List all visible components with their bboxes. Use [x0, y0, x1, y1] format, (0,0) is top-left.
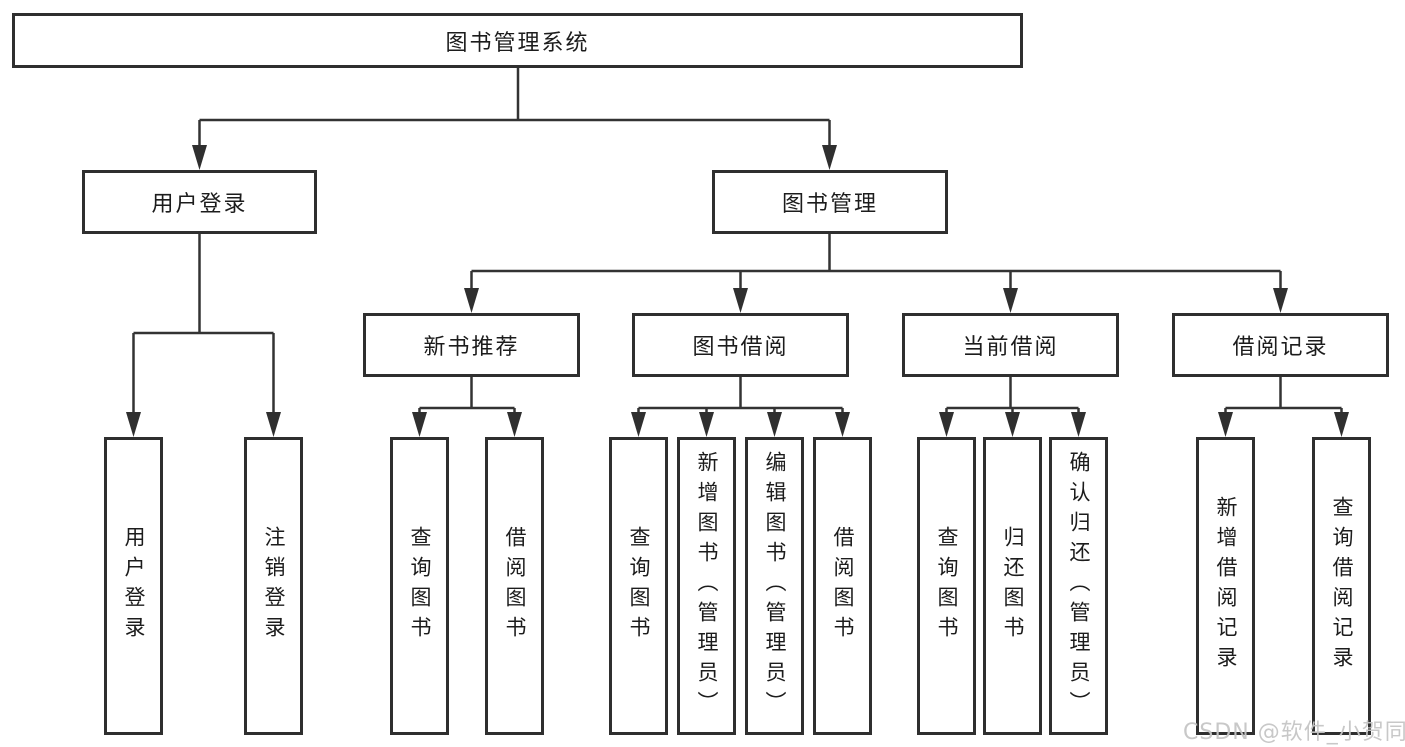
arrow-down-icon [631, 412, 646, 437]
arrow-down-icon [1273, 288, 1288, 313]
csdn-watermark: CSDN @软件_小贺同学 [1183, 720, 1405, 745]
leaf-confirm-return-admin: 确认归还（管理员） [1049, 437, 1108, 735]
connector-user-login-to-leaves [132, 234, 275, 413]
connector-borrow-records-to-leaves [1224, 377, 1343, 413]
leaf-add-books-admin: 新增图书（管理员） [677, 437, 736, 735]
arrow-down-icon [464, 288, 479, 313]
leaf-query-books-recommend: 查询图书 [390, 437, 449, 735]
leaf-label: 查询图书 [627, 526, 651, 646]
arrow-down-icon [733, 288, 748, 313]
node-new-book-recommend: 新书推荐 [363, 313, 580, 377]
arrow-down-icon [126, 412, 141, 437]
arrowhead-icons [126, 145, 1349, 437]
node-book-borrowing: 图书借阅 [632, 313, 849, 377]
leaf-label: 确认归还（管理员） [1067, 451, 1091, 721]
leaf-borrow-books-recommend: 借阅图书 [485, 437, 544, 735]
leaf-borrow-books: 借阅图书 [813, 437, 872, 735]
connector-root-to-level2 [198, 68, 831, 146]
arrow-down-icon [699, 412, 714, 437]
arrow-down-icon [507, 412, 522, 437]
leaf-query-books-borrowing: 查询图书 [609, 437, 668, 735]
leaf-edit-books-admin: 编辑图书（管理员） [745, 437, 804, 735]
node-root-system: 图书管理系统 [12, 13, 1023, 68]
arrow-down-icon [1218, 412, 1233, 437]
connector-new-book-to-leaves [418, 377, 516, 413]
connector-book-borrow-to-leaves [637, 377, 844, 413]
leaf-label: 用户登录 [122, 526, 146, 646]
arrow-down-icon [266, 412, 281, 437]
leaf-label: 归还图书 [1001, 526, 1025, 646]
arrow-down-icon [822, 145, 837, 170]
leaf-user-login: 用户登录 [104, 437, 163, 735]
leaf-label: 新增图书（管理员） [695, 451, 719, 721]
leaf-label: 新增借阅记录 [1214, 496, 1238, 676]
arrow-down-icon [1334, 412, 1349, 437]
leaf-label: 查询图书 [935, 526, 959, 646]
connector-book-mgmt-to-level3 [470, 234, 1282, 289]
leaf-label: 借阅图书 [831, 526, 855, 646]
node-borrowing-records: 借阅记录 [1172, 313, 1389, 377]
leaf-label: 查询图书 [408, 526, 432, 646]
arrow-down-icon [835, 412, 850, 437]
arrow-down-icon [1071, 412, 1086, 437]
leaf-return-books: 归还图书 [983, 437, 1042, 735]
leaf-add-borrow-record: 新增借阅记录 [1196, 437, 1255, 735]
connector-current-borrow-to-leaves [945, 377, 1080, 413]
leaf-query-books-current: 查询图书 [917, 437, 976, 735]
leaf-label: 编辑图书（管理员） [763, 451, 787, 721]
arrow-down-icon [192, 145, 207, 170]
leaf-logout: 注销登录 [244, 437, 303, 735]
arrow-down-icon [1005, 412, 1020, 437]
leaf-label: 借阅图书 [503, 526, 527, 646]
node-current-borrowing: 当前借阅 [902, 313, 1119, 377]
node-user-login-branch: 用户登录 [82, 170, 317, 234]
node-book-management-branch: 图书管理 [712, 170, 948, 234]
arrow-down-icon [1003, 288, 1018, 313]
leaf-query-borrow-record: 查询借阅记录 [1312, 437, 1371, 735]
leaf-label: 注销登录 [262, 526, 286, 646]
arrow-down-icon [939, 412, 954, 437]
leaf-label: 查询借阅记录 [1330, 496, 1354, 676]
arrow-down-icon [767, 412, 782, 437]
arrow-down-icon [412, 412, 427, 437]
